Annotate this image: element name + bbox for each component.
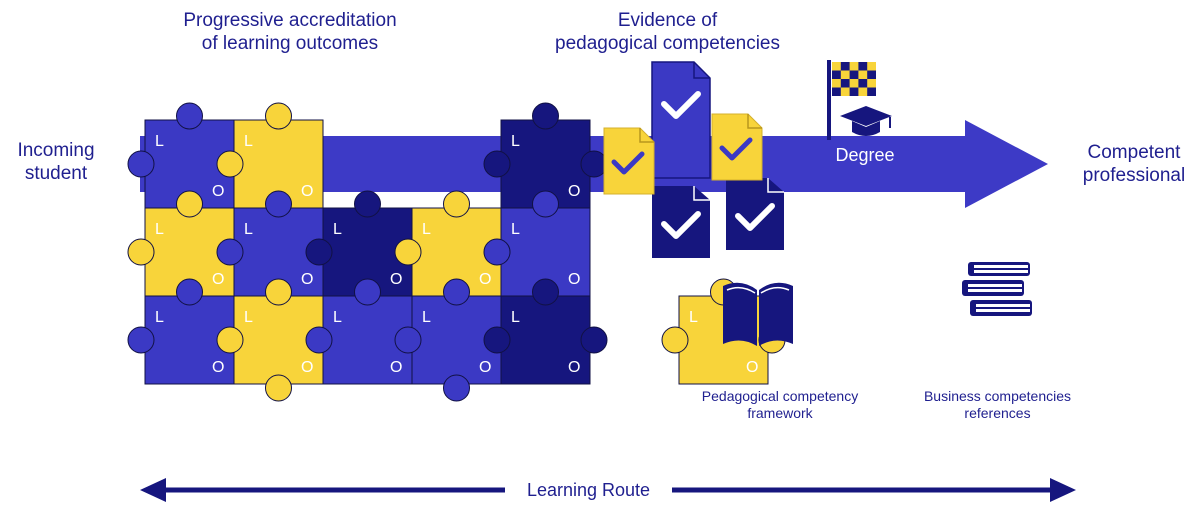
framework-line-2: framework <box>747 404 813 421</box>
piece-letter-top: L <box>422 309 431 326</box>
progressive-line-1: Progressive accreditation <box>183 10 397 31</box>
evidence-line-2: pedagogical competencies <box>555 32 780 54</box>
flag-checker-square <box>858 70 868 79</box>
degree-label: Degree <box>835 145 895 165</box>
progressive-accreditation-label: Progressive accreditation of learning ou… <box>145 10 435 56</box>
business-line-1: Business competencies <box>923 388 1072 404</box>
document-check-icon <box>726 178 784 250</box>
business-references-label: Business competencies references <box>895 388 1100 422</box>
puzzle-piece: LO <box>483 278 608 385</box>
piece-letter-top: L <box>244 133 253 150</box>
piece-letter-bottom: O <box>390 271 402 288</box>
piece-letter-top: L <box>511 309 520 326</box>
competent-line-1: Competent <box>1087 142 1181 163</box>
flag-checker-square <box>840 70 850 79</box>
flag-checker-square <box>849 79 859 88</box>
piece-letter-bottom: O <box>568 271 580 288</box>
flag-checker-square <box>867 62 876 71</box>
piece-letter-bottom: O <box>746 359 758 376</box>
document-check-icon <box>603 127 655 195</box>
piece-letter-top: L <box>511 221 520 238</box>
competent-professional-label: Competent professional <box>1068 142 1200 188</box>
flag-checker-square <box>832 62 841 71</box>
incoming-student-label: Incoming student <box>4 140 108 186</box>
piece-letter-bottom: O <box>301 183 313 200</box>
open-book-icon <box>723 282 793 346</box>
piece-letter-top: L <box>422 221 431 238</box>
business-line-2: references <box>964 404 1031 421</box>
document-check-icon <box>711 113 763 181</box>
piece-letter-top: L <box>511 133 520 150</box>
piece-letter-bottom: O <box>390 359 402 376</box>
piece-letter-bottom: O <box>212 183 224 200</box>
document-check-icon <box>651 61 711 179</box>
graduation-cap-icon <box>840 106 892 136</box>
flag-checker-square <box>858 87 868 96</box>
piece-letter-bottom: O <box>479 271 491 288</box>
document-check-icon <box>652 186 710 258</box>
framework-line-1: Pedagogical competency <box>701 388 859 404</box>
piece-letter-top: L <box>333 221 342 238</box>
evidence-line-1: Evidence of <box>617 10 718 31</box>
piece-letter-bottom: O <box>301 359 313 376</box>
puzzle-piece: LO <box>483 102 608 209</box>
learning-route-arrow <box>140 478 1076 502</box>
piece-letter-top: L <box>244 309 253 326</box>
piece-letter-bottom: O <box>568 183 580 200</box>
flag-checker-square <box>840 87 850 96</box>
framework-label: Pedagogical competency framework <box>675 388 885 422</box>
flag-checker-square <box>867 79 876 88</box>
incoming-line-1: Incoming <box>17 140 95 161</box>
flag-checker-square <box>849 62 859 71</box>
evidence-label: Evidence of pedagogical competencies <box>520 10 815 56</box>
flag-checker-square <box>832 79 841 88</box>
incoming-line-2: student <box>24 162 88 184</box>
piece-letter-top: L <box>155 221 164 238</box>
piece-letter-bottom: O <box>212 271 224 288</box>
evidence-documents <box>603 61 784 258</box>
learning-route-label: Learning Route <box>505 480 672 502</box>
piece-letter-top: L <box>155 133 164 150</box>
progressive-line-2: of learning outcomes <box>201 32 379 54</box>
piece-letter-top: L <box>333 309 342 326</box>
piece-letter-top: L <box>155 309 164 326</box>
competent-line-2: professional <box>1082 164 1186 186</box>
piece-letter-top: L <box>689 309 698 326</box>
piece-letter-bottom: O <box>568 359 580 376</box>
flag-icon <box>827 60 876 140</box>
piece-letter-bottom: O <box>479 359 491 376</box>
piece-letter-top: L <box>244 221 253 238</box>
piece-letter-bottom: O <box>212 359 224 376</box>
book-stack-icon <box>962 262 1032 316</box>
piece-letter-bottom: O <box>301 271 313 288</box>
